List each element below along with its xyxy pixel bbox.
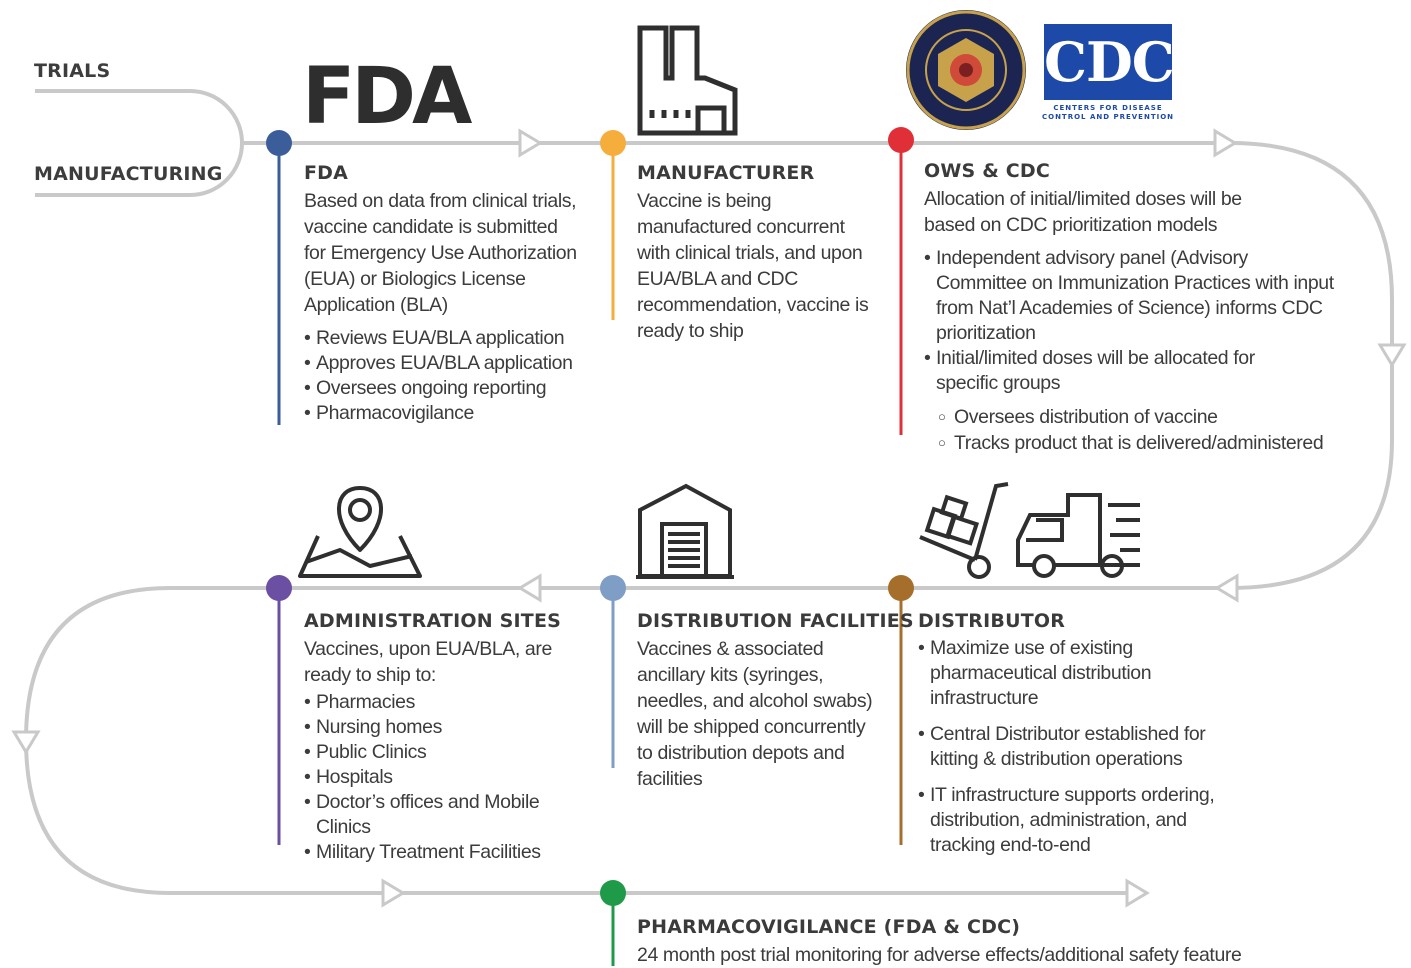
- bullet-item: Hospitals: [304, 765, 594, 790]
- stage-title: FDA: [304, 162, 349, 184]
- cdc-logo: CDC: [1044, 24, 1175, 100]
- stage-distribution-facilities: DISTRIBUTION FACILITIES Vaccines & assoc…: [637, 610, 914, 792]
- path-left-turn: [23, 586, 171, 895]
- stage-description: Based on data from clinical trials, vacc…: [304, 190, 577, 316]
- bullet-item: Nursing homes: [304, 715, 594, 740]
- stage-title: DISTRIBUTION FACILITIES: [637, 610, 914, 632]
- bullet-item: Oversees ongoing reporting: [304, 376, 584, 401]
- bullet-item: Doctor’s offices and Mobile Clinics: [304, 790, 594, 840]
- stage-title: DISTRIBUTOR: [918, 610, 1066, 632]
- administration-sites-node: [266, 575, 292, 601]
- stage-distributor: DISTRIBUTOR Maximize use of existing pha…: [918, 610, 1248, 869]
- warehouse-icon: [636, 483, 734, 579]
- stage-description: Vaccine is being manufactured concurrent…: [637, 190, 869, 342]
- stage-administration-sites: ADMINISTRATION SITES Vaccines, upon EUA/…: [304, 610, 594, 865]
- bullet-item: IT infrastructure supports ordering, dis…: [918, 783, 1248, 858]
- sub-bullet-item: Tracks product that is delivered/adminis…: [938, 430, 1334, 456]
- bullet-item: Approves EUA/BLA application: [304, 351, 584, 376]
- delivery-truck-icon: [1016, 493, 1140, 578]
- stage-fda: FDA Based on data from clinical trials, …: [304, 162, 584, 426]
- stage-title: MANUFACTURER: [637, 162, 815, 184]
- arrow-left-icon: [517, 573, 542, 603]
- ows-cdc-node: [888, 127, 914, 153]
- bullet-item: Pharmacies: [304, 690, 594, 715]
- fda-logo: FDA: [302, 52, 472, 142]
- stage-bullets: Pharmacies Nursing homes Public Clinics …: [304, 690, 594, 865]
- bullet-item: Pharmacovigilance: [304, 401, 584, 426]
- stage-bullets: Independent advisory panel (Advisory Com…: [924, 246, 1334, 396]
- hand-truck-icon: [919, 482, 1009, 579]
- cdc-logo-text: CDC: [1044, 30, 1175, 94]
- manufacturing-label: MANUFACTURING: [34, 163, 223, 185]
- arrow-left-icon: [1214, 573, 1239, 603]
- arrow-right-icon: [1125, 878, 1150, 908]
- arrow-down-icon: [11, 730, 41, 755]
- bullet-item: Public Clinics: [304, 740, 594, 765]
- fda-node: [266, 130, 292, 156]
- bullet-item: Initial/limited doses will be allocated …: [924, 346, 1256, 396]
- trials-label: TRIALS: [34, 60, 111, 82]
- map-pin-icon: [298, 486, 422, 578]
- bullet-item: Reviews EUA/BLA application: [304, 326, 584, 351]
- stage-description: Allocation of initial/limited doses will…: [924, 188, 1242, 236]
- arrow-down-icon: [1377, 343, 1407, 368]
- stage-title: PHARMACOVIGILANCE (FDA & CDC): [637, 916, 1021, 938]
- pharmacovigilance-node: [600, 880, 626, 906]
- stage-title: ADMINISTRATION SITES: [304, 610, 562, 632]
- stage-bullets: Reviews EUA/BLA application Approves EUA…: [304, 326, 584, 426]
- bullet-item: Military Treatment Facilities: [304, 840, 594, 865]
- cdc-subtitle: CENTERS FOR DISEASE CONTROL AND PREVENTI…: [1041, 104, 1175, 121]
- stage-description: 24 month post trial monitoring for adver…: [637, 944, 1242, 966]
- factory-icon: [637, 25, 738, 136]
- distribution-facilities-node: [600, 575, 626, 601]
- bullet-item: Maximize use of existing pharmaceutical …: [918, 636, 1248, 711]
- bullet-item: Independent advisory panel (Advisory Com…: [924, 246, 1334, 346]
- arrow-right-icon: [518, 128, 543, 158]
- stage-manufacturer: MANUFACTURER Vaccine is being manufactur…: [637, 162, 877, 344]
- bullet-item: Central Distributor established for kitt…: [918, 722, 1248, 772]
- arrow-right-icon: [381, 878, 406, 908]
- stage-bullets: Maximize use of existing pharmaceutical …: [918, 636, 1248, 858]
- stage-ows-cdc: OWS & CDC Allocation of initial/limited …: [924, 160, 1334, 456]
- stage-sub-bullets: Oversees distribution of vaccine Tracks …: [938, 404, 1334, 456]
- stage-description: Vaccines & associated ancillary kits (sy…: [637, 638, 873, 790]
- manufacturer-node: [600, 130, 626, 156]
- stage-title: OWS & CDC: [924, 160, 1051, 182]
- stage-description: Vaccines, upon EUA/BLA, are ready to shi…: [304, 638, 552, 686]
- stage-pharmacovigilance: PHARMACOVIGILANCE (FDA & CDC) 24 month p…: [637, 916, 1257, 968]
- distributor-node: [888, 575, 914, 601]
- path-right-turn: [1229, 141, 1394, 590]
- arrow-right-icon: [1213, 128, 1238, 158]
- sub-bullet-item: Oversees distribution of vaccine: [938, 404, 1334, 430]
- ows-seal-icon: [906, 10, 1026, 130]
